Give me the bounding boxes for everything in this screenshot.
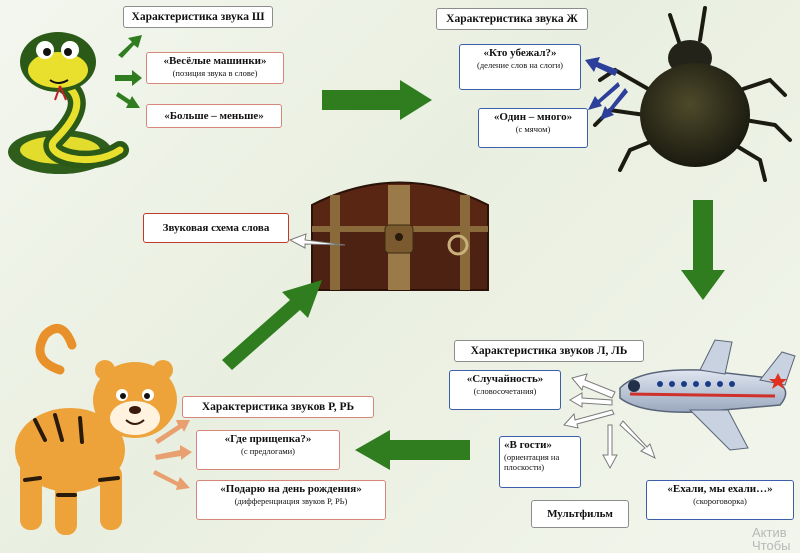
l-game2-name: «В гости» <box>504 439 552 451</box>
r-game-gde-prishchepka: «Где прищепка?» (с предлогами) <box>196 430 340 470</box>
l-game3-name: Мультфильм <box>547 508 613 520</box>
shch-game1-name: «Весёлые машинки» <box>163 55 267 67</box>
snake-illustration <box>8 32 129 174</box>
shch-game-veselye-mashinki: «Весёлые машинки» (позиция звука в слове… <box>146 52 284 84</box>
orange-arrows <box>153 420 192 490</box>
zh-game2-note: (с мячом) <box>515 124 551 135</box>
shch-game1-note: (позиция звука в слове) <box>172 68 258 79</box>
treasure-chest-illustration <box>311 181 489 291</box>
l-game-sluchainost: «Случайность» (словосочетания) <box>449 370 561 410</box>
shch-game-bolshe-menshe: «Больше – меньше» <box>146 104 282 128</box>
sound-scheme-box: Звуковая схема слова <box>143 213 289 243</box>
zh-game1-note: (деление слов на слоги) <box>477 60 563 71</box>
l-title-box: Характеристика звуков Л, ЛЬ <box>454 340 644 362</box>
shch-title-box: Характеристика звука Ш <box>123 6 273 28</box>
r-game2-name: «Подарю на день рождения» <box>220 483 362 495</box>
r-game-podaryu: «Подарю на день рождения» (дифференциаци… <box>196 480 386 520</box>
arrow-zh-to-l <box>681 200 725 300</box>
blue-arrows <box>585 57 628 120</box>
l-game4-name: «Ехали, мы ехали…» <box>667 483 773 495</box>
airplane-illustration <box>619 339 796 451</box>
watermark-line1: Актив <box>752 524 787 540</box>
arrow-r-to-chest <box>222 280 322 370</box>
l-game4-note: (скороговорка) <box>693 496 747 507</box>
arrow-l-to-r <box>355 430 470 470</box>
gray-arrows <box>563 373 656 470</box>
zh-game2-name: «Один – много» <box>493 111 573 123</box>
zh-game-odin-mnogo: «Один – много» (с мячом) <box>478 108 588 148</box>
r-game1-note: (с предлогами) <box>240 446 296 457</box>
zh-game-kto-ubezhal: «Кто убежал?» (деление слов на слоги) <box>459 44 581 90</box>
shch-game2-name: «Больше – меньше» <box>164 110 264 122</box>
l-game1-name: «Случайность» <box>466 373 544 385</box>
r-title-box: Характеристика звуков Р, РЬ <box>182 396 374 418</box>
l-game-v-gosti: «В гости» (ориентация на плоскости) <box>499 436 581 488</box>
watermark-line2: Чтобы <box>752 538 791 553</box>
l-game2-note: (ориентация на плоскости) <box>504 452 560 473</box>
l-game-multfilm: Мультфильм <box>531 500 629 528</box>
arrow-shch-to-zh <box>322 80 432 120</box>
zh-game1-name: «Кто убежал?» <box>483 47 557 59</box>
green-arrows <box>115 35 725 470</box>
beetle-illustration <box>593 6 792 182</box>
l-game1-note: (словосочетания) <box>473 386 537 397</box>
tiger-illustration <box>15 323 177 535</box>
r-game2-note: (дифференциация звуков Р, РЬ) <box>234 496 348 507</box>
r-game1-name: «Где прищепка?» <box>224 433 312 445</box>
l-game-ekhali: «Ехали, мы ехали…» (скороговорка) <box>646 480 794 520</box>
zh-title-box: Характеристика звука Ж <box>436 8 588 30</box>
arrow-chest-to-box <box>288 233 346 249</box>
activation-watermark: Актив Чтобы <box>752 524 800 553</box>
